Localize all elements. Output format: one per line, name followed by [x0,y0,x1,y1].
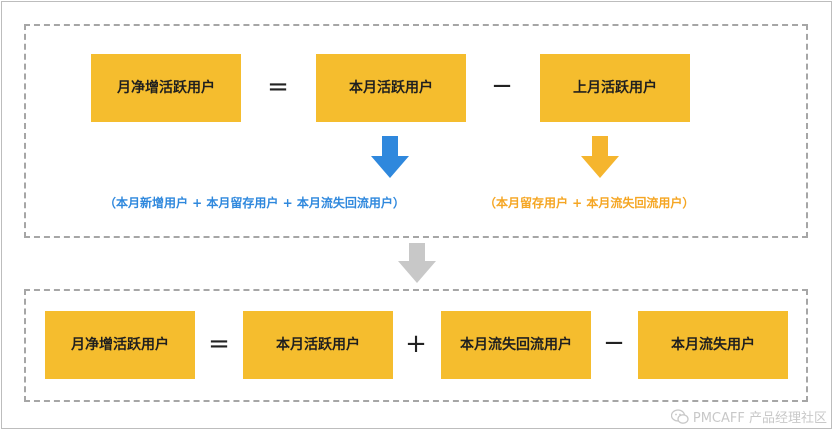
bottom-formula-panel [24,289,808,402]
top-result-box: 月净增活跃用户 [91,54,241,122]
top-term-current-month-box: 本月活跃用户 [316,54,466,122]
bottom-plus-sign: + [405,329,427,359]
watermark: PMCAFF 产品经理社区 [670,407,827,426]
last-month-breakdown-note: （本月留存用户 + 本月流失回流用户） [484,196,695,210]
down-arrow-icon [581,136,619,178]
top-formula-panel [24,24,808,238]
bottom-term-current-month-box: 本月活跃用户 [243,311,393,379]
bottom-term-returned-churn-box: 本月流失回流用户 [441,311,591,379]
bottom-term-churned-box: 本月流失用户 [638,311,788,379]
down-arrow-icon [398,243,436,283]
bottom-result-box: 月净增活跃用户 [45,311,195,379]
bottom-minus-sign: − [603,328,625,358]
top-term-last-month-box: 上月活跃用户 [540,54,690,122]
wechat-icon [670,408,689,424]
bottom-equals-sign: = [208,329,230,359]
watermark-text: PMCAFF 产品经理社区 [692,411,827,426]
top-minus-sign: − [491,71,513,101]
top-equals-sign: = [267,72,289,102]
current-month-breakdown-note: （本月新增用户 + 本月留存用户 + 本月流失回流用户） [104,196,405,210]
down-arrow-icon [371,136,409,178]
